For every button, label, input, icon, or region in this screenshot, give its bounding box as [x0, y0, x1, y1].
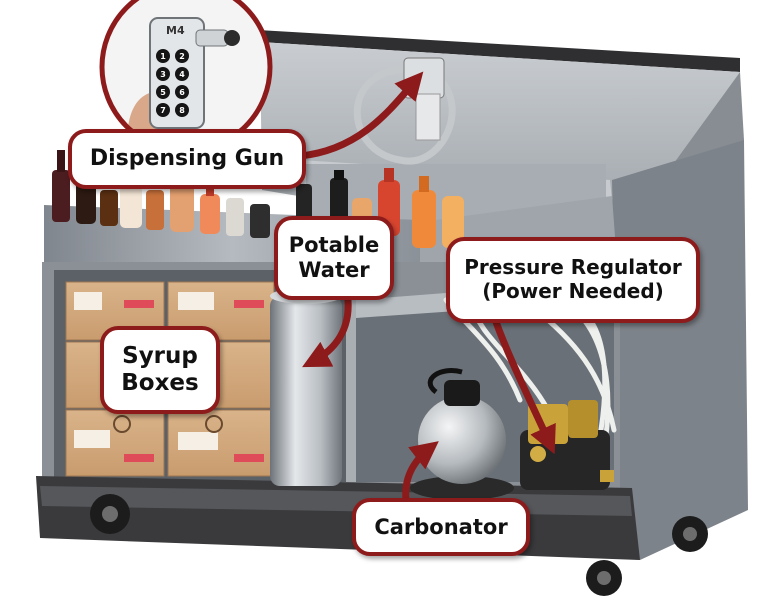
- callout-carbonator-text: Carbonator: [374, 514, 508, 539]
- gun-button-label: 7: [160, 106, 166, 115]
- bottle-row: [52, 150, 464, 248]
- cart-top-rail: [258, 30, 740, 72]
- gun-button-label: 6: [179, 88, 185, 97]
- gun-buttons: [156, 49, 189, 117]
- gun-button-label: 5: [160, 88, 166, 97]
- callout-dispensing-gun-text: Dispensing Gun: [89, 146, 285, 172]
- callout-syrup-boxes-line1: Syrup: [122, 342, 198, 369]
- callout-pressure-regulator-line2: (Power Needed): [482, 279, 664, 303]
- syrup-boxes-stack: [65, 281, 275, 477]
- callout-potable-water-line1: Potable: [288, 233, 380, 258]
- water-tank: [270, 288, 342, 486]
- callout-syrup-boxes: Syrup Boxes: [100, 326, 220, 414]
- callout-potable-water: Potable Water: [274, 216, 394, 300]
- gun-button-label: 8: [179, 106, 185, 115]
- gun-button-label: 1: [160, 52, 166, 61]
- callout-dispensing-gun: Dispensing Gun: [68, 129, 306, 189]
- callout-syrup-boxes-line2: Boxes: [121, 370, 199, 396]
- arrow-pressure-regulator: [492, 318, 556, 455]
- callout-carbonator: Carbonator: [352, 498, 530, 556]
- callout-potable-water-line2: Water: [298, 258, 370, 282]
- callout-pressure-regulator: Pressure Regulator (Power Needed): [446, 237, 700, 323]
- arrow-potable-water: [302, 296, 352, 368]
- gun-model-label: M4: [166, 24, 185, 37]
- callout-pressure-regulator-line1: Pressure Regulator: [464, 255, 682, 280]
- gun-button-label: 4: [179, 70, 185, 79]
- pointer-arrows: [296, 71, 556, 504]
- dispensing-gun-inset: M4 1 2 3 4 5 6 7 8: [99, 0, 273, 154]
- arrow-carbonator: [402, 441, 439, 504]
- carbonator-unit: [410, 368, 514, 500]
- wheels: [90, 494, 708, 596]
- gun-button-label: 3: [160, 70, 166, 79]
- arrow-dispensing-gun: [296, 71, 424, 160]
- gun-button-label: 2: [179, 52, 185, 61]
